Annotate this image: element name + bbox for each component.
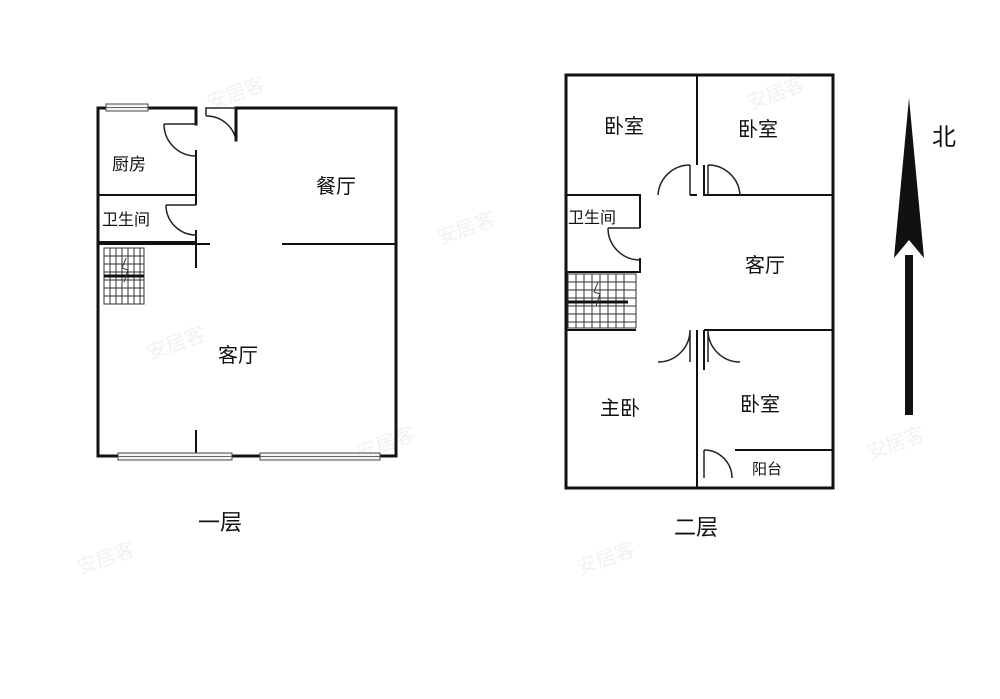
floor-caption: 一层	[198, 511, 242, 536]
dining-living-partition	[98, 243, 396, 268]
room-label-kitchen: 厨房	[112, 155, 146, 175]
balcony-door	[703, 449, 733, 479]
bedroom-se-door	[707, 329, 741, 363]
floor-2-outer-wall	[564, 73, 835, 490]
floor-2-bathroom-door	[607, 227, 641, 261]
room-label-bathroom-2: 卫生间	[568, 208, 616, 227]
floor-2-bathroom-wall	[566, 195, 641, 273]
bedroom-nw-door	[657, 164, 691, 196]
room-label-bedroom-ne: 卧室	[738, 117, 778, 141]
floor-2-staircase	[567, 273, 637, 329]
floor-1-plan: 厨房 餐厅 卫生间 客厅 一层	[96, 103, 398, 536]
kitchen-wall	[98, 108, 197, 196]
north-arrow-icon: 北	[894, 98, 956, 415]
room-label-bedroom-se: 卧室	[740, 392, 780, 416]
bathroom-wall	[98, 195, 197, 243]
floor-2-plan: 卧室 卧室 卫生间 客厅 主卧 卧室 阳台 二层	[564, 73, 835, 541]
bedroom-ne-door	[707, 164, 741, 196]
master-bedroom-door	[657, 329, 691, 363]
watermark: 安居客	[144, 322, 209, 365]
room-label-living-2: 客厅	[745, 253, 785, 277]
room-label-dining: 餐厅	[316, 174, 356, 198]
entrance-door	[205, 107, 237, 141]
compass-label: 北	[932, 123, 956, 151]
watermark: 安居客	[74, 537, 139, 580]
kitchen-door	[163, 123, 197, 157]
room-label-balcony: 阳台	[752, 460, 782, 478]
floor-caption: 二层	[674, 516, 718, 541]
room-label-bathroom: 卫生间	[102, 210, 150, 229]
watermark-layer: 安居客 安居客 安居客 安居客 安居客 安居客 安居客 安居客	[74, 72, 929, 580]
watermark: 安居客	[744, 72, 809, 115]
watermark: 安居客	[864, 422, 929, 465]
room-label-master-bedroom: 主卧	[600, 396, 640, 420]
watermark: 安居客	[434, 207, 499, 250]
room-label-living: 客厅	[218, 343, 258, 367]
floor-1-outer-wall	[96, 106, 398, 458]
room-label-bedroom-nw: 卧室	[604, 114, 644, 138]
bathroom-door	[165, 204, 197, 236]
floor-1-staircase	[103, 247, 145, 305]
watermark: 安居客	[574, 537, 639, 580]
